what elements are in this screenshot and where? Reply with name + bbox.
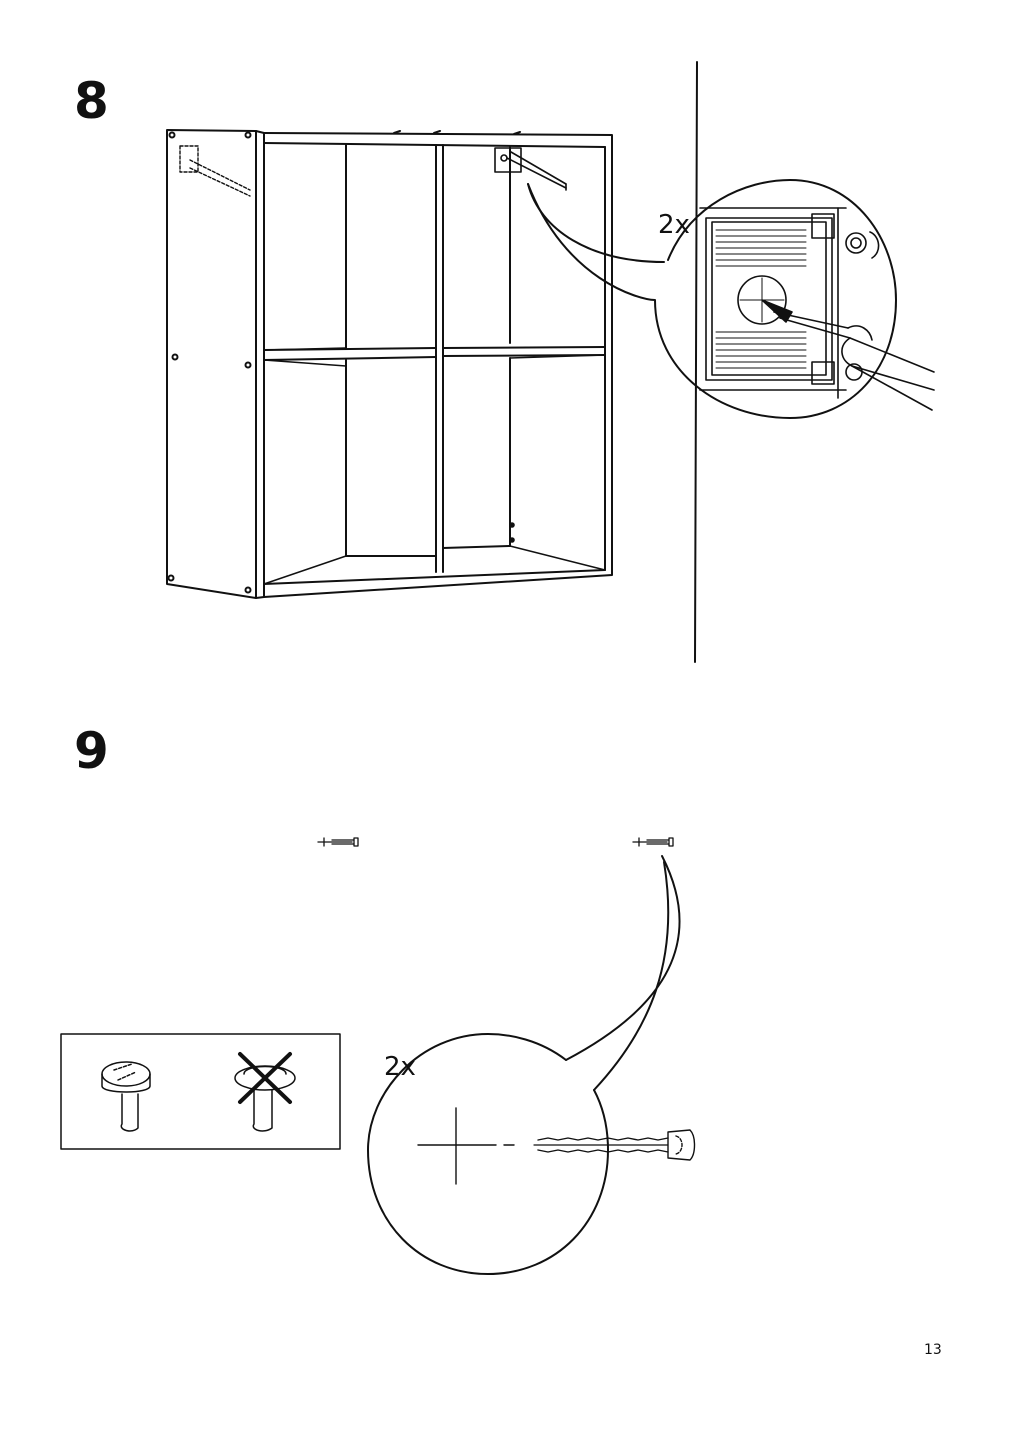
screw-small-left <box>317 837 359 847</box>
detail-callout-8 <box>527 179 897 419</box>
step-8-number: 8 <box>74 72 109 130</box>
incorrect-screw-icon <box>234 1052 296 1132</box>
screw-detail <box>417 1107 696 1185</box>
wall-fitting-small <box>494 147 567 191</box>
fitting-detail <box>699 207 935 411</box>
step-9-number: 9 <box>74 722 109 780</box>
screw-small-right <box>632 837 674 847</box>
detail-callout-9 <box>367 855 681 1275</box>
shelf-unit <box>166 129 613 599</box>
wall-line <box>694 61 698 663</box>
side-fitting <box>179 145 251 197</box>
step-8-quantity: 2x <box>658 210 690 240</box>
screw-head-panel <box>60 1033 341 1150</box>
correct-screw-icon <box>101 1061 151 1132</box>
step-9-quantity: 2x <box>384 1052 416 1082</box>
page-number: 13 <box>924 1342 942 1358</box>
